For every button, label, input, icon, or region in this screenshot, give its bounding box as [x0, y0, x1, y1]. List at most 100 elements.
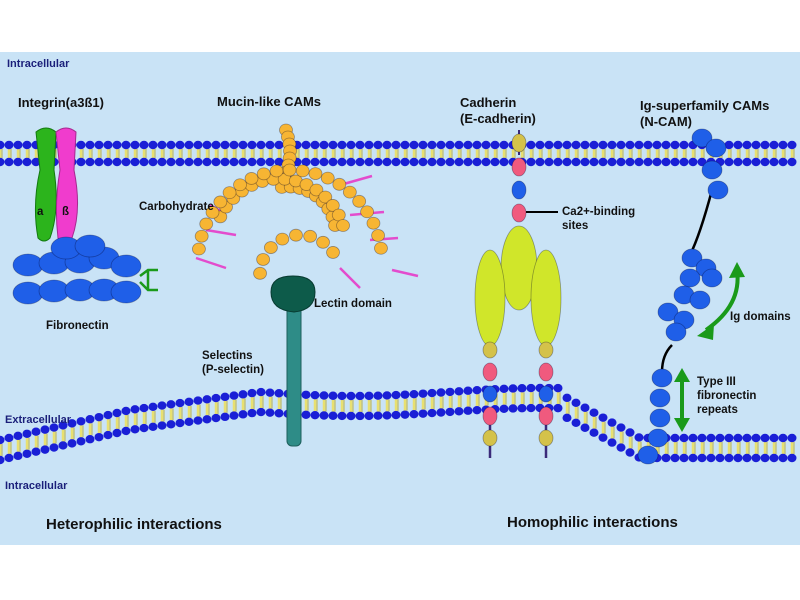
lipid-head [58, 421, 68, 430]
mucin-sugar-bead [352, 194, 367, 208]
type-iii-label: Type III fibronectin repeats [697, 376, 757, 416]
lipid-head [103, 140, 113, 150]
lipid-head [598, 433, 608, 442]
lipid-head [769, 453, 779, 463]
lipid-head [94, 432, 104, 442]
ncam-domain [701, 268, 723, 288]
intracellular-top-label: Intracellular [7, 58, 70, 70]
upper-membrane [0, 140, 797, 167]
mucin-sugar-bead [289, 228, 303, 242]
lipid-head [139, 403, 149, 413]
mucin-sugar-bead [256, 167, 271, 181]
lipid-head [751, 433, 761, 443]
lipid-head [607, 157, 617, 167]
lipid-head [256, 157, 266, 167]
lipid-head [400, 140, 410, 150]
lipid-head [571, 157, 581, 167]
lipid-head [652, 157, 662, 167]
mucin-sugar-bead [309, 183, 324, 197]
lipid-head [202, 140, 212, 150]
ca-binding-site [511, 203, 527, 223]
lipid-head [373, 391, 383, 400]
lipid-head [139, 140, 149, 150]
lipid-head [328, 140, 338, 150]
homophilic-label: Homophilic interactions [507, 514, 678, 531]
lipid-head [175, 398, 185, 408]
lipid-head [436, 140, 446, 150]
lipid-head [22, 429, 32, 438]
lipid-head [769, 433, 779, 443]
mucin-sugar-bead [318, 190, 333, 204]
lipid-head [670, 157, 680, 167]
lipid-head [445, 407, 455, 417]
lipid-head [355, 391, 365, 401]
lipid-head [220, 392, 230, 402]
cadherin-segment [538, 429, 554, 447]
lipid-head [202, 157, 212, 167]
lipid-head [229, 391, 239, 400]
lipid-head [157, 157, 167, 167]
lipid-head [337, 411, 347, 421]
ncam-domain [679, 268, 701, 288]
lipid-head [787, 157, 797, 167]
lipid-head [544, 140, 554, 150]
mucin-sugar-bead [222, 186, 237, 200]
lipid-head [472, 385, 482, 395]
lipid-head [706, 433, 716, 443]
ncam-domain [649, 388, 671, 408]
ncam-domain [689, 290, 711, 310]
lipid-head [517, 404, 527, 413]
lipid-head [211, 157, 221, 167]
lipid-head [589, 428, 599, 437]
lipid-head [229, 157, 239, 167]
lipid-head [130, 405, 140, 414]
lipid-head [76, 417, 86, 426]
lipid-head [130, 157, 140, 167]
mucin-sugar-bead [316, 235, 330, 249]
lipid-head [598, 413, 608, 422]
lipid-head [301, 390, 311, 399]
lipid-head [31, 157, 41, 167]
fibronectin-label: Fibronectin [46, 320, 109, 332]
lipid-head [139, 157, 149, 167]
lipid-head [364, 411, 374, 421]
type-iii-arrow [674, 368, 690, 432]
lipid-head [85, 157, 95, 167]
lipid-head [436, 157, 446, 167]
lipid-head [616, 443, 626, 452]
mucin-sugar-bead [253, 266, 267, 280]
lipid-head [472, 140, 482, 150]
lipid-head [22, 449, 32, 458]
lipid-head [319, 140, 329, 150]
lipid-head [112, 428, 122, 438]
lipid-head [238, 390, 248, 399]
lipid-head [427, 157, 437, 167]
lipid-head [121, 426, 131, 436]
ncam-domain [649, 408, 671, 428]
fibronectin-domain [12, 253, 44, 277]
lipid-head [166, 400, 176, 409]
lipid-head [490, 157, 500, 167]
mucin-sugar-bead [320, 171, 335, 185]
lipid-head [157, 140, 167, 150]
lipid-head [607, 140, 617, 150]
mucin-sugar-bead [192, 242, 206, 256]
lipid-head [688, 453, 698, 463]
ncam-domain [681, 248, 703, 268]
lipid-head [202, 415, 212, 424]
lower-membrane [0, 383, 797, 465]
lipid-head [787, 453, 797, 463]
lipid-head [733, 453, 743, 463]
lipid-head [211, 413, 221, 423]
ca-binding-label: Ca2+-binding sites [562, 206, 636, 232]
mucin-sugar-bead [374, 241, 388, 255]
lipid-head [184, 157, 194, 167]
lipid-head [148, 157, 158, 167]
lipid-head [697, 157, 707, 167]
cadherin-segment [538, 406, 554, 426]
lipid-head [760, 157, 770, 167]
lipid-head [256, 140, 266, 150]
lipid-head [202, 395, 212, 404]
carbohydrate-label: Carbohydrate [139, 201, 214, 213]
lipid-head [382, 140, 392, 150]
